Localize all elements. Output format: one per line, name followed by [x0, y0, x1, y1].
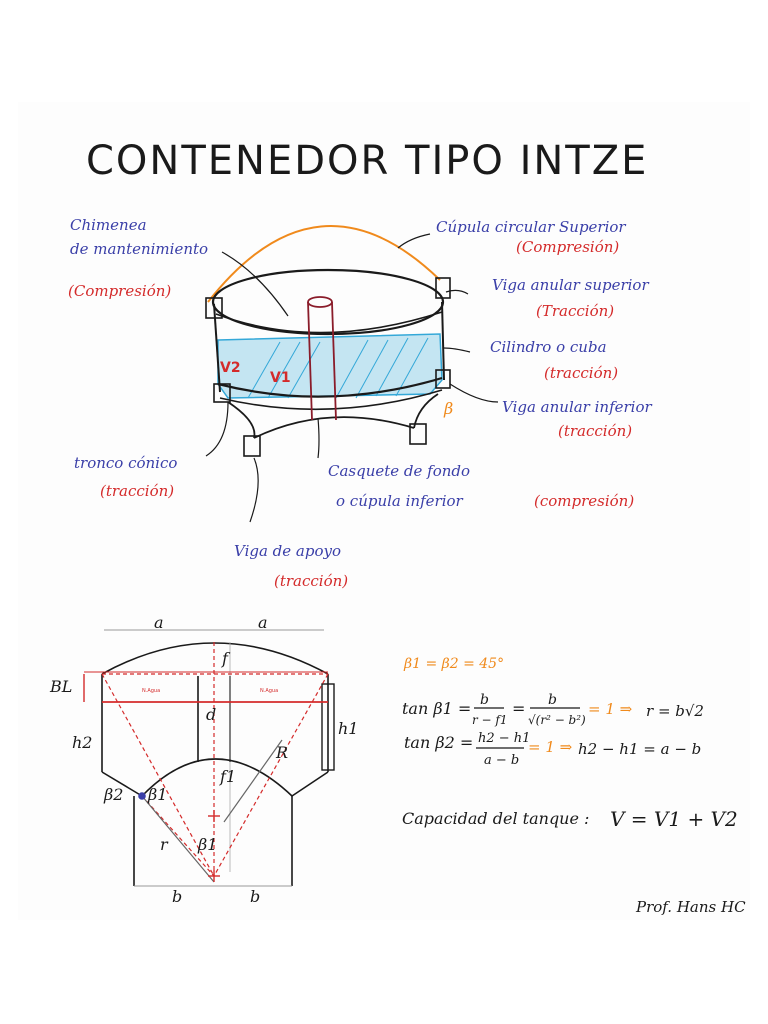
- eq-angles: β1 = β2 = 45°: [403, 656, 504, 672]
- dim-h2: h2: [72, 733, 92, 752]
- label-viga-sup-force: (Tracción): [536, 302, 614, 320]
- v1-label: V1: [270, 370, 291, 386]
- dim-h1: h1: [338, 719, 358, 738]
- page-title: CONTENEDOR TIPO INTZE: [86, 138, 648, 184]
- dim-b-right: b: [250, 887, 260, 906]
- angle-beta1: β1: [147, 785, 167, 804]
- eq2-frac-num: h2 − h1: [478, 731, 530, 746]
- dim-a-left: a: [154, 613, 164, 632]
- label-cilindro-force: (tracción): [544, 364, 618, 382]
- eq1-one: = 1 ⇒: [588, 700, 633, 718]
- label-viga-apoyo: Viga de apoyo: [234, 542, 341, 560]
- label-viga-inf-force: (tracción): [558, 422, 632, 440]
- label-cilindro: Cilindro o cuba: [490, 338, 607, 356]
- angle-beta1-bottom: β1: [197, 835, 217, 854]
- label-viga-inf: Viga anular inferior: [502, 398, 653, 416]
- support-beam-block: [243, 435, 261, 457]
- upper-dome: [207, 225, 441, 303]
- dim-f1: f1: [219, 767, 236, 786]
- eq2-frac-den: a − b: [484, 753, 519, 768]
- dim-b-left: b: [172, 887, 182, 906]
- eq1-equals: =: [512, 699, 525, 718]
- maintenance-chimney: [307, 296, 333, 308]
- dim-r: r: [160, 835, 169, 854]
- dim-a-right: a: [258, 613, 268, 632]
- eq2-result: h2 − h1 = a − b: [578, 740, 701, 758]
- capacity-equation: V = V1 + V2: [610, 807, 738, 831]
- label-casquete-2: o cúpula inferior: [336, 492, 464, 510]
- v2-label: V2: [220, 360, 241, 376]
- label-cupula-sup: Cúpula circular Superior: [436, 218, 626, 236]
- label-viga-sup: Viga anular superior: [492, 276, 649, 294]
- eq1-result: r = b√2: [646, 702, 704, 720]
- angle-beta2: β2: [103, 785, 123, 804]
- dim-R: R: [275, 743, 288, 762]
- label-cupula-sup-force: (Compresión): [516, 238, 619, 256]
- label-viga-apoyo-force: (tracción): [274, 572, 348, 590]
- label-tronco-force: (tracción): [100, 482, 174, 500]
- beta-label: β: [443, 399, 453, 418]
- lower-ring-beam: [217, 376, 443, 398]
- label-chimenea-2: de mantenimiento: [70, 240, 208, 258]
- paper-sheet: CONTENEDOR TIPO INTZE: [18, 102, 750, 920]
- water-level-right: N.Agua: [260, 688, 278, 694]
- author-signature: Prof. Hans HC: [635, 898, 746, 916]
- eq1-frac2-num: b: [548, 692, 557, 708]
- water-level-left: N.Agua: [142, 688, 160, 694]
- eq2-one: = 1 ⇒: [528, 738, 573, 756]
- water-volume: [217, 333, 443, 399]
- eq1-frac1-num: b: [480, 692, 489, 708]
- pointer-lines: [205, 233, 499, 523]
- eq1-lhs: tan β1 =: [402, 699, 471, 718]
- eq1-frac1-den: r − f1: [472, 713, 508, 727]
- cross-section-drawing: [83, 629, 335, 887]
- tank-sketch: V2 V1 β: [205, 225, 499, 523]
- capacity-label: Capacidad del tanque :: [402, 809, 589, 828]
- label-casquete-1: Casquete de fondo: [328, 462, 470, 480]
- label-tronco: tronco cónico: [74, 454, 177, 472]
- label-casquete-force: (compresión): [534, 492, 634, 510]
- label-chimenea-1: Chimenea: [70, 216, 147, 234]
- dim-bl: BL: [49, 677, 72, 696]
- sketch-canvas: CONTENEDOR TIPO INTZE: [49, 138, 746, 916]
- dim-d: d: [206, 705, 216, 724]
- bottom-dome: [253, 416, 415, 439]
- dim-f: f: [221, 649, 231, 668]
- eq1-frac2-den: √(r² − b²): [528, 713, 586, 727]
- eq2-lhs: tan β2 =: [404, 733, 473, 752]
- label-chimenea-force: (Compresión): [68, 282, 171, 300]
- water-hatching: [247, 337, 429, 399]
